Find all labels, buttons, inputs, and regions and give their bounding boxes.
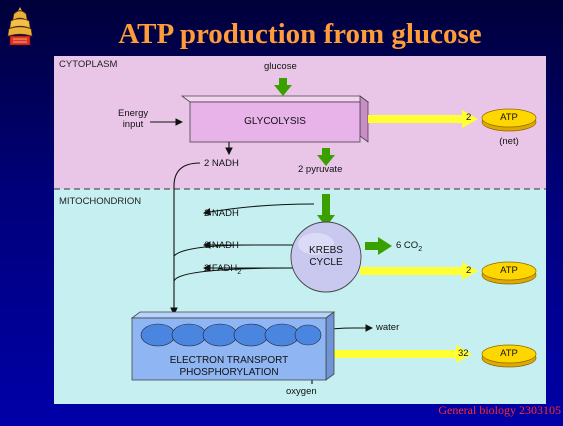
nadh-transition-label: 2 NADH (204, 208, 239, 219)
co2-subscript: 2 (418, 245, 423, 253)
slide-title: ATP production from glucose (118, 18, 482, 50)
co2-label: 6 CO2 (396, 240, 422, 255)
krebs-cycle-sphere (290, 221, 362, 293)
course-footer: General biology 2303105 (438, 403, 561, 417)
diagram-graphics (54, 56, 546, 404)
fadh2-subscript: 2 (237, 268, 242, 276)
glycolysis-label: GLYCOLYSIS (244, 116, 306, 127)
atp-count-glycolysis: 2 (466, 112, 472, 123)
fadh2-krebs-label: 2 FADH2 (204, 263, 241, 278)
oxygen-label: oxygen (286, 386, 317, 397)
mitochondrion-label: MITOCHONDRION (59, 196, 142, 207)
atp-label-etp: ATP (500, 348, 518, 359)
atp-count-etp: 32 (458, 348, 469, 359)
green-arrow-glucose (274, 78, 292, 96)
cytoplasm-label: CYTOPLASM (59, 59, 118, 70)
water-label: water (376, 322, 400, 333)
green-arrow-co2 (365, 237, 392, 255)
glycolysis-box (180, 95, 370, 143)
krebs-line1: KREBS (309, 245, 343, 256)
electron-transport-label: ELECTRON TRANSPORT PHOSPHORYLATION (132, 355, 326, 379)
co2-text: 6 CO (396, 240, 419, 251)
atp-coin-3 (481, 344, 537, 368)
atp-label-krebs: ATP (500, 265, 518, 276)
fadh2-text: 2 FADH (204, 263, 238, 274)
etp-line1: ELECTRON TRANSPORT (169, 355, 289, 366)
atp-label-glycolysis: ATP (500, 112, 518, 123)
etp-line2: PHOSPHORYLATION (179, 367, 279, 378)
nadh-glycolysis-label: 2 NADH (204, 158, 239, 169)
university-seal-logo (7, 7, 33, 46)
energy-input-line1: Energy (118, 108, 149, 119)
atp-note-net: (net) (499, 136, 519, 147)
atp-coin-1 (481, 108, 537, 132)
yellow-arrow-krebs-atp (360, 262, 478, 280)
nadh-krebs-label: 6 NADH (204, 240, 239, 251)
green-arrow-krebs (317, 194, 335, 227)
krebs-line2: CYCLE (309, 257, 343, 268)
atp-production-diagram: CYTOPLASM MITOCHONDRION glucose Energy i… (54, 56, 546, 404)
energy-input-label: Energy input (118, 108, 148, 130)
krebs-cycle-label: KREBS CYCLE (298, 245, 354, 269)
energy-input-line2: input (122, 119, 144, 130)
atp-count-krebs: 2 (466, 265, 472, 276)
green-arrow-pyruvate (317, 148, 335, 166)
yellow-arrow-glycolysis-atp (368, 110, 478, 128)
glucose-label: glucose (264, 61, 297, 72)
yellow-arrow-etp-atp (330, 345, 472, 363)
electron-transport-box (130, 311, 336, 381)
pyruvate-label: 2 pyruvate (298, 164, 343, 175)
atp-coin-2 (481, 261, 537, 285)
